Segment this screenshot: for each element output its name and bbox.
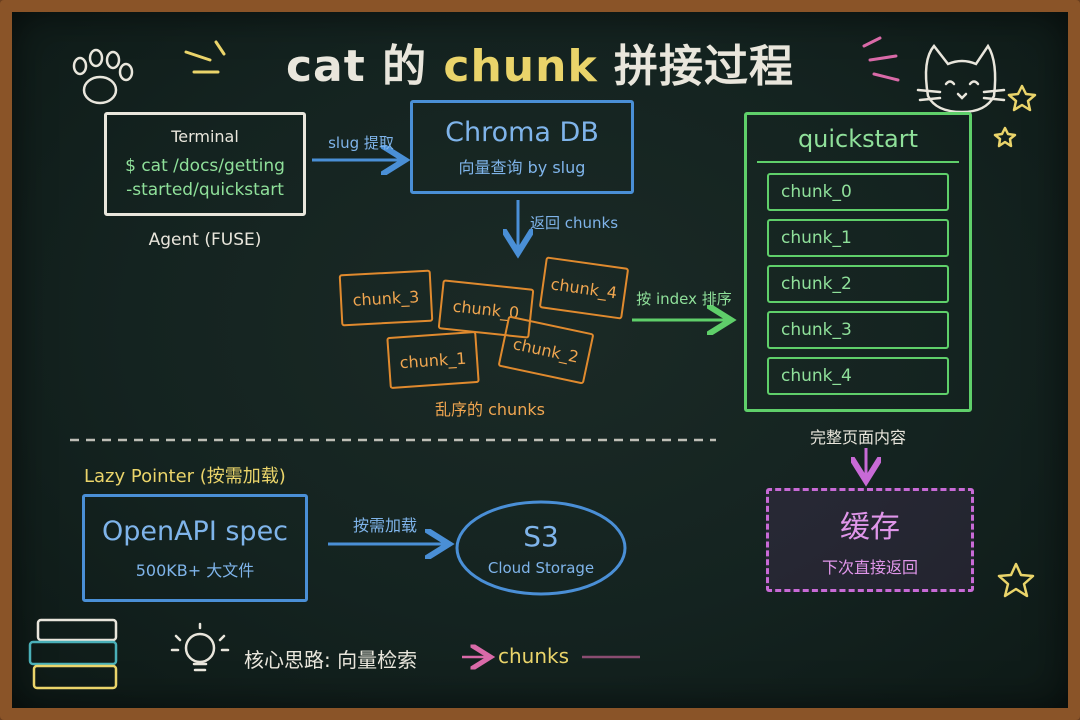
terminal-command-line-2: -started/quickstart [126, 179, 284, 200]
assembled-row-3: chunk_3 [767, 311, 949, 349]
lazy-pointer-heading: Lazy Pointer (按需加载) [84, 466, 286, 487]
openapi-spec-subtitle: 500KB+ 大文件 [135, 560, 255, 580]
cache-subtitle: 下次直接返回 [821, 558, 918, 577]
assembled-caption: 完整页面内容 [809, 428, 906, 447]
assembled-row-label: chunk_0 [781, 182, 852, 202]
title-sparkle-right-icon [862, 36, 900, 82]
openapi-spec-title: OpenAPI spec [101, 515, 289, 547]
shuffled-chunk-label: chunk_2 [511, 333, 581, 367]
s3-subtitle: Cloud Storage [487, 558, 595, 577]
assembled-page-box: quickstart chunk_0 chunk_1 chunk_2 chunk… [744, 112, 972, 412]
shuffled-chunk-label: chunk_1 [399, 348, 467, 372]
cat-face-icon [916, 43, 1006, 114]
assembled-row-2: chunk_2 [767, 265, 949, 303]
sort-arrow-label: 按 index 排序 [636, 290, 732, 308]
terminal-box: Terminal $ cat /docs/getting -started/qu… [104, 112, 306, 216]
assembled-row-4: chunk_4 [767, 357, 949, 395]
assembled-row-label: chunk_4 [781, 366, 852, 386]
shuffled-chunk-label: chunk_4 [549, 273, 619, 303]
return-chunks-label: 返回 chunks [530, 214, 619, 232]
assembled-row-label: chunk_3 [781, 320, 852, 340]
chroma-db-box: Chroma DB 向量查询 by slug [410, 100, 634, 194]
title-part-1: cat 的 [285, 41, 444, 92]
title-part-2: chunk [443, 41, 598, 92]
chroma-db-title: Chroma DB [445, 116, 599, 148]
core-idea-text: 核心思路: 向量检索 [244, 648, 418, 672]
star-icon [993, 84, 1037, 598]
shuffled-chunk-label: chunk_3 [352, 286, 420, 310]
page-title: cat 的 chunk 拼接过程 [0, 30, 1080, 94]
assembled-row-label: chunk_1 [781, 228, 852, 248]
s3-node: S3 Cloud Storage [457, 502, 625, 594]
s3-title: S3 [523, 519, 559, 553]
slug-arrow-label: slug 提取 [328, 134, 394, 152]
assembled-title-underline [757, 161, 959, 163]
lazy-load-arrow-label: 按需加载 [352, 516, 417, 535]
s3-ellipse [455, 500, 627, 596]
shuffled-chunk-1: chunk_1 [386, 330, 480, 390]
shuffled-caption: 乱序的 chunks [435, 400, 545, 419]
lightbulb-icon [170, 622, 230, 672]
assembled-page-title: quickstart [797, 125, 919, 153]
title-part-3: 拼接过程 [597, 41, 795, 92]
core-idea-chunks: chunks [498, 644, 570, 668]
openapi-spec-box: OpenAPI spec 500KB+ 大文件 [82, 494, 308, 602]
books-icon [28, 618, 118, 690]
title-sparkle-left-icon [184, 40, 226, 74]
assembled-row-1: chunk_1 [767, 219, 949, 257]
cache-box: 缓存 下次直接返回 [766, 488, 974, 592]
terminal-header: Terminal [171, 126, 239, 146]
shuffled-chunk-3: chunk_3 [338, 269, 434, 327]
terminal-command-line-1: $ cat /docs/getting [125, 155, 285, 176]
cache-title: 缓存 [840, 510, 900, 545]
paw-print-icon [72, 48, 134, 105]
chroma-db-subtitle: 向量查询 by slug [458, 157, 586, 177]
assembled-row-0: chunk_0 [767, 173, 949, 211]
assembled-row-label: chunk_2 [781, 274, 852, 294]
agent-caption: Agent (FUSE) [148, 230, 262, 250]
